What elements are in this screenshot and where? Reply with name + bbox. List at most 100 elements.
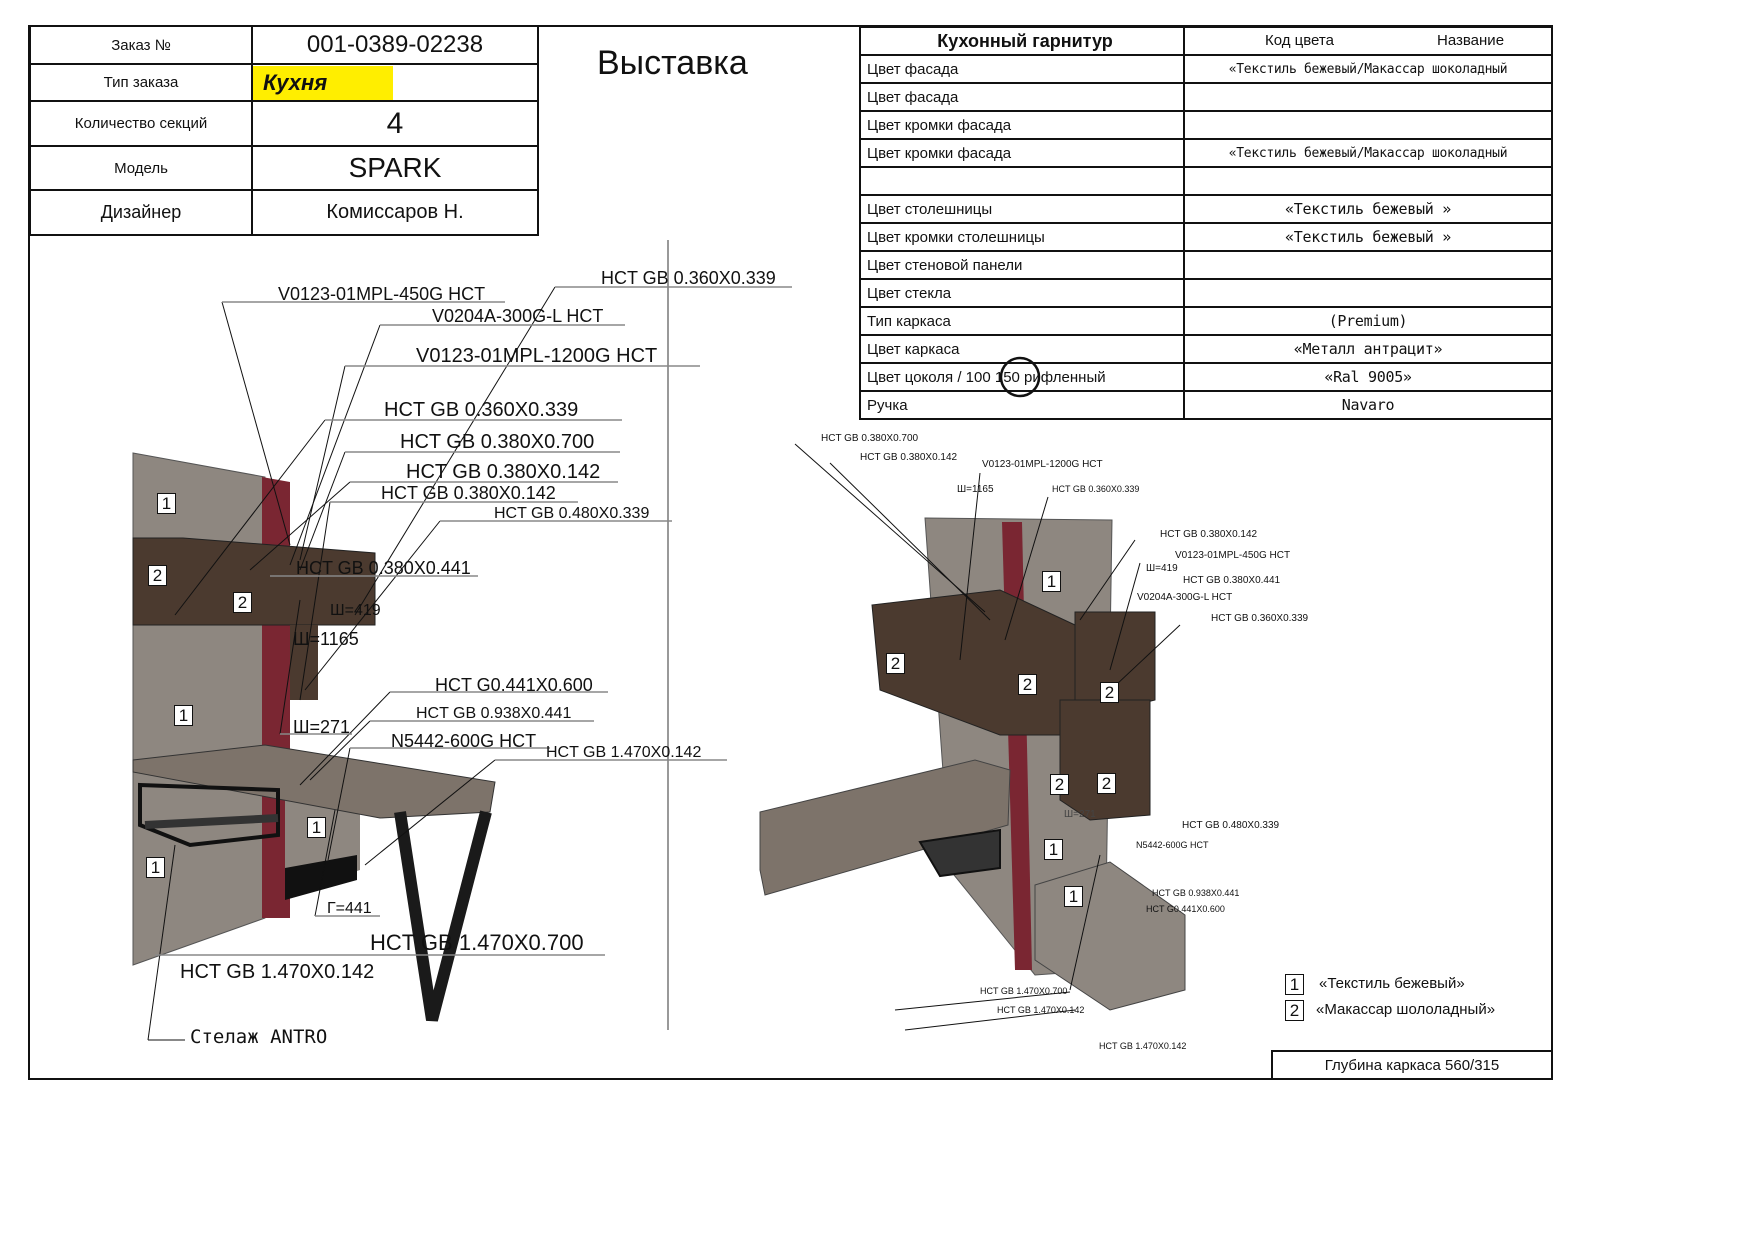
right-label: N5442-600G HCT: [1136, 840, 1209, 850]
legend-text: «Текстиль бежевый»: [1319, 975, 1465, 992]
spec-row-value: «Металл антрацит»: [1183, 334, 1553, 364]
material-badge: 1: [307, 817, 326, 838]
spec-row-value: [1183, 110, 1553, 140]
material-badge: 2: [233, 592, 252, 613]
left-label: HCT GB 0.360X0.339: [384, 399, 579, 421]
shelf-label: Стелаж ANTRO: [190, 1026, 328, 1048]
spec-row-value: «Ral 9005»: [1183, 362, 1553, 392]
left-label: V0123-01MPL-1200G HCT: [416, 345, 658, 367]
material-badge: 2: [1018, 674, 1037, 695]
spec-row-label: Цвет цоколя / 100 150 рифленный: [859, 362, 1185, 392]
spec-row-label: Цвет кромки фасада: [859, 138, 1185, 168]
left-label: HCT GB 0.380X0.142: [381, 483, 556, 503]
left-label: N5442-600G HCT: [391, 731, 537, 751]
spec-row-value: «Текстиль бежевый/Макассар шоколадный: [1183, 54, 1553, 84]
right-label: HCT GB 1.470X0.700: [980, 986, 1068, 996]
left-label: HCT GB 1.470X0.142: [180, 961, 375, 983]
page-title: Выставка: [597, 44, 748, 82]
spec-row-value: [1183, 166, 1553, 196]
material-badge: 1: [1042, 571, 1061, 592]
spec-header-name: Кухонный гарнитур: [859, 26, 1185, 56]
depth-note: Глубина каркаса 560/315: [1271, 1050, 1553, 1080]
legend-badge: 1: [1285, 974, 1304, 995]
spec-row-value: (Premium): [1183, 306, 1553, 336]
left-label: Ш=1165: [293, 629, 359, 649]
material-badge: 2: [1100, 682, 1119, 703]
right-label: HCT GB 0.360X0.339: [1052, 484, 1140, 494]
model-value: SPARK: [251, 145, 539, 191]
right-label: V0123-01MPL-450G HCT: [1175, 550, 1291, 561]
material-badge: 2: [886, 653, 905, 674]
left-label: Ш=271: [293, 717, 351, 737]
right-label: Ш=271: [1064, 809, 1096, 820]
right-label: Ш=419: [1146, 563, 1178, 574]
model-label: Модель: [29, 145, 253, 191]
sections-count-value: 4: [251, 100, 539, 147]
material-badge: 1: [174, 705, 193, 726]
right-label: V0204A-300G-L HCT: [1137, 592, 1233, 603]
spec-header-title: Название: [1437, 32, 1505, 49]
right-label: HCT GB 1.470X0.142: [1099, 1041, 1187, 1051]
right-label: HCT G0.441X0.600: [1146, 904, 1225, 914]
right-label: Ш=1165: [957, 484, 994, 495]
left-label: HCT GB 1.470X0.700: [370, 930, 584, 955]
designer-label: Дизайнер: [29, 189, 253, 236]
left-label: HCT GB 0.380X0.441: [296, 558, 471, 578]
spec-row-label: Цвет фасада: [859, 54, 1185, 84]
left-label: V0204A-300G-L HCT: [432, 306, 604, 326]
spec-row-label: Цвет стекла: [859, 278, 1185, 308]
left-label: V0123-01MPL-450G HCT: [278, 284, 486, 304]
order-number-label: Заказ №: [29, 25, 253, 65]
right-label: HCT GB 0.380X0.142: [1160, 529, 1258, 540]
right-label: HCT GB 0.360X0.339: [1211, 613, 1309, 624]
right-label: HCT GB 0.380X0.142: [860, 452, 958, 463]
spec-row-label: Цвет стеновой панели: [859, 250, 1185, 280]
designer-value: Комиссаров Н.: [251, 189, 539, 236]
left-label: Ш=419: [330, 602, 381, 619]
left-label: HCT GB 0.360X0.339: [601, 268, 776, 288]
right-label: HCT GB 0.938X0.441: [1152, 888, 1240, 898]
spec-row-value: [1183, 250, 1553, 280]
legend-text: «Макассар шололадный»: [1316, 1001, 1496, 1018]
left-label: HCT G0.441X0.600: [435, 675, 593, 695]
right-furniture-view: [759, 443, 1186, 1031]
spec-row-label: Цвет кромки столешницы: [859, 222, 1185, 252]
right-label: HCT GB 0.380X0.441: [1183, 575, 1281, 586]
spec-row-label: Цвет столешницы: [859, 194, 1185, 224]
spec-row-value: «Текстиль бежевый/Макассар шоколадный: [1183, 138, 1553, 168]
right-label: HCT GB 1.470X0.142: [997, 1005, 1085, 1015]
right-label: HCT GB 0.480X0.339: [1182, 820, 1280, 831]
order-type-value: Кухня: [253, 65, 393, 100]
material-badge: 1: [157, 493, 176, 514]
left-label: HCT GB 0.380X0.700: [400, 431, 595, 453]
left-label: HCT GB 1.470X0.142: [546, 744, 702, 761]
spec-row-value: «Текстиль бежевый »: [1183, 222, 1553, 252]
legend-badge: 2: [1285, 1000, 1304, 1021]
left-label: HCT GB 0.380X0.142: [406, 461, 601, 483]
left-label: HCT GB 0.480X0.339: [494, 505, 650, 522]
left-furniture-view: [132, 286, 792, 1041]
material-badge: 2: [148, 565, 167, 586]
spec-row-label: Цвет кромки фасада: [859, 110, 1185, 140]
spec-header-code: Код цвета: [1265, 32, 1334, 49]
right-label: HCT GB 0.380X0.700: [821, 433, 919, 444]
page-frame: [28, 25, 1553, 1080]
order-number-value: 001-0389-02238: [251, 25, 539, 65]
left-label: Г=441: [327, 900, 372, 917]
highlight-circle: [999, 356, 1041, 398]
right-label: V0123-01MPL-1200G HCT: [982, 459, 1103, 470]
material-badge: 2: [1050, 774, 1069, 795]
spec-row-label: Цвет фасада: [859, 82, 1185, 112]
spec-row-value: [1183, 278, 1553, 308]
spec-table: Кухонный гарнитур Код цвета Название Цвет…: [859, 26, 1553, 420]
spec-row-value: [1183, 82, 1553, 112]
spec-row-value: «Текстиль бежевый »: [1183, 194, 1553, 224]
material-badge: 2: [1097, 773, 1116, 794]
spec-row-label: Тип каркаса: [859, 306, 1185, 336]
order-type-label: Тип заказа: [29, 63, 253, 102]
material-badge: 1: [1044, 839, 1063, 860]
spec-row-label: [859, 166, 1185, 196]
material-badge: 1: [1064, 886, 1083, 907]
